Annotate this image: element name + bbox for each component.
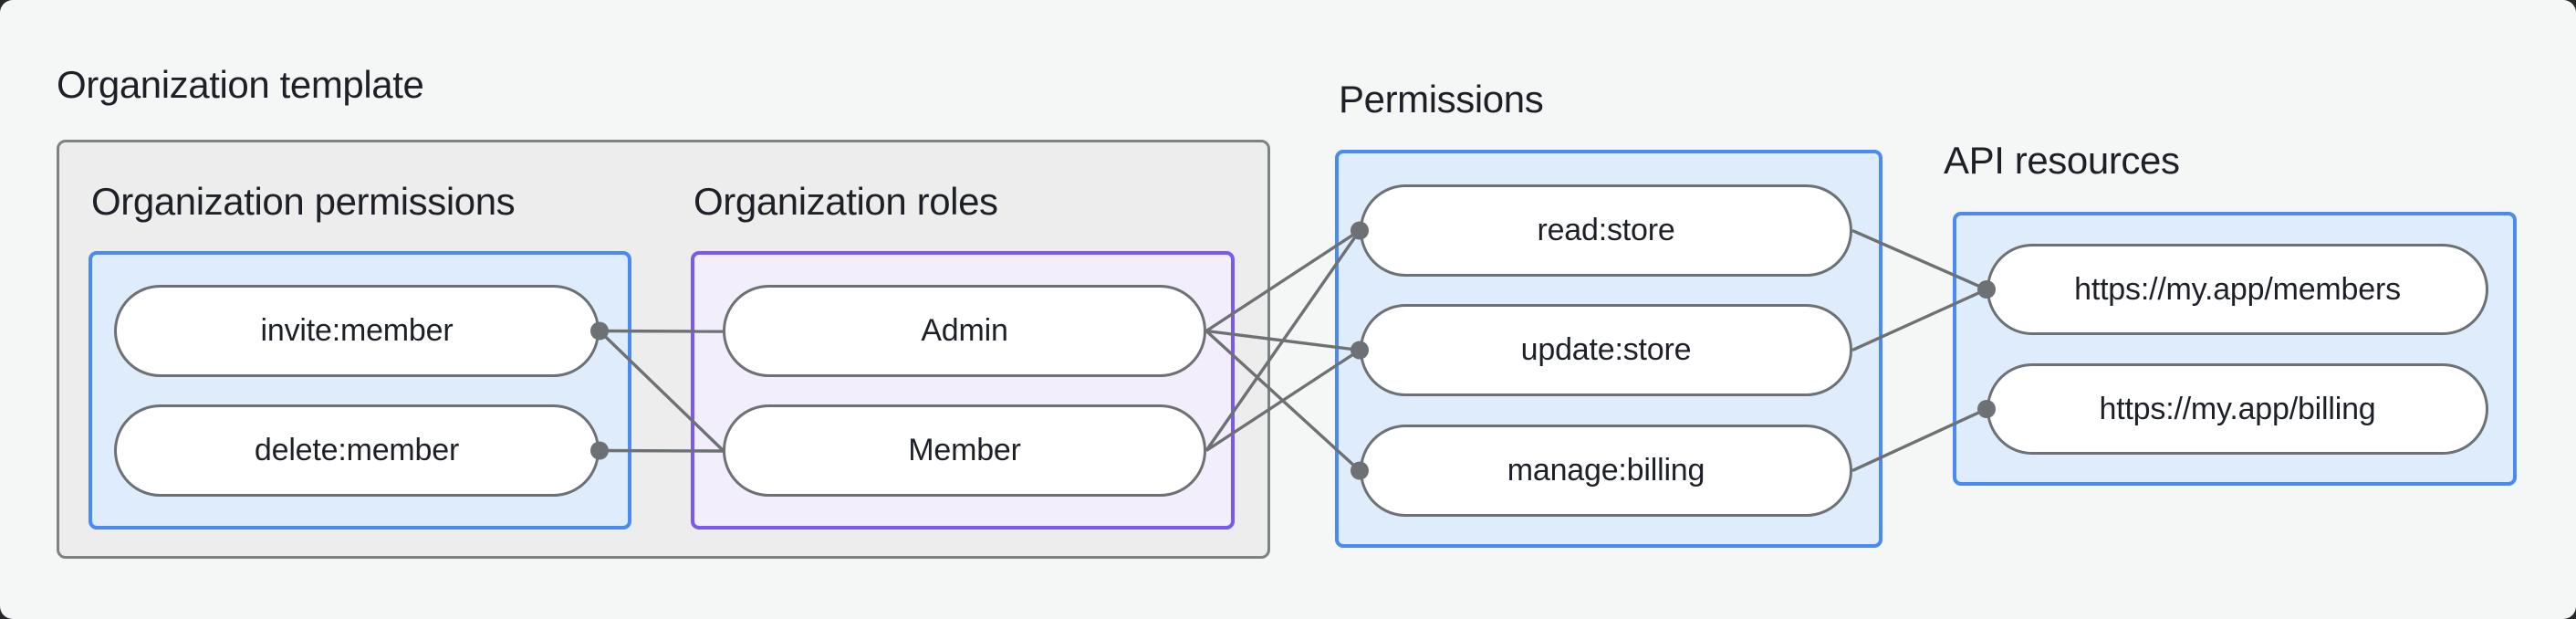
node-member-role: Member (723, 404, 1206, 497)
node-update-store: update:store (1360, 304, 1852, 396)
org-permissions-label: Organization permissions (91, 180, 516, 223)
node-api-billing: https://my.app/billing (1987, 363, 2488, 455)
node-invite-member: invite:member (114, 285, 600, 377)
org-roles-label: Organization roles (694, 180, 998, 223)
node-api-members: https://my.app/members (1987, 244, 2488, 335)
permissions-label: Permissions (1339, 78, 1544, 121)
api-resources-label: API resources (1944, 139, 2180, 182)
node-read-store: read:store (1360, 184, 1852, 277)
node-delete-member: delete:member (114, 404, 600, 497)
node-admin-role: Admin (723, 285, 1206, 377)
org-template-label: Organization template (57, 63, 424, 106)
node-manage-billing: manage:billing (1360, 425, 1852, 517)
